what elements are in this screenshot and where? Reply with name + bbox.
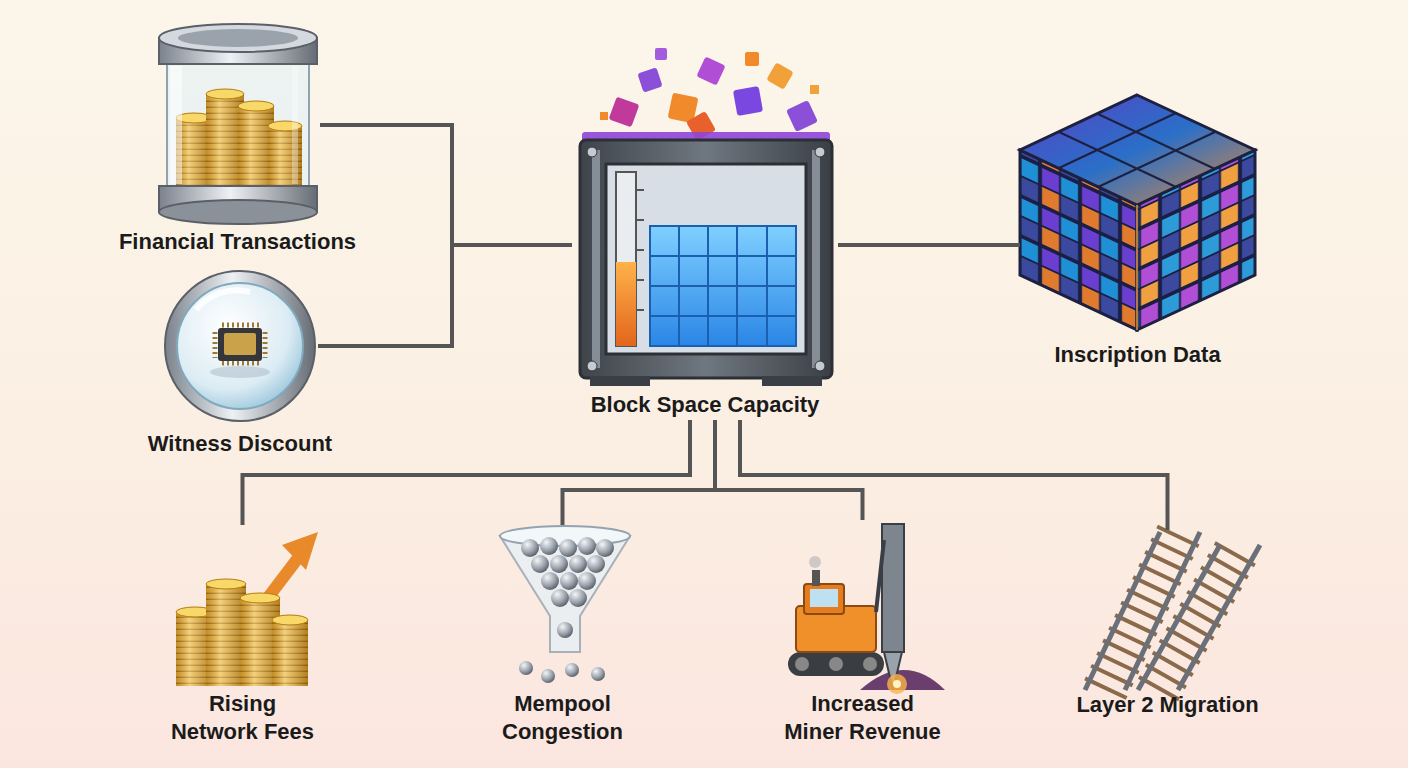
connector-line (740, 420, 1168, 530)
node-label: Mempool Congestion (488, 690, 638, 746)
connector-line (563, 420, 716, 525)
node-label: Financial Transactions (88, 228, 388, 256)
rising-coins (176, 532, 318, 686)
diagram-node: Layer 2 Migration (1080, 530, 1255, 690)
diagram-node: Witness Discount (162, 272, 318, 420)
diagram-node: Financial Transactions (155, 22, 320, 228)
diagram-node: Inscription Data (1020, 95, 1255, 330)
node-label: Witness Discount (90, 430, 390, 458)
diagram-node: Rising Network Fees (165, 525, 320, 690)
connector-line (715, 420, 863, 520)
inscription-cube (1020, 95, 1255, 330)
chip-lens (165, 271, 315, 421)
rail-tracks (1085, 532, 1260, 690)
block-container (580, 48, 832, 386)
diagram-node: Block Space Capacity (572, 45, 838, 420)
connector-line (320, 125, 572, 245)
node-label: Inscription Data (988, 341, 1288, 369)
node-label: Block Space Capacity (555, 391, 855, 419)
coin-canister (159, 24, 317, 224)
connector-line (318, 245, 572, 346)
diagram-node: Mempool Congestion (495, 525, 630, 685)
node-label: Layer 2 Migration (1038, 691, 1298, 719)
funnel (500, 526, 630, 683)
connector-line (838, 243, 1020, 247)
drill-rig (788, 524, 945, 694)
node-label: Rising Network Fees (168, 690, 318, 746)
node-label: Increased Miner Revenue (782, 690, 944, 746)
diagram-node: Increased Miner Revenue (780, 520, 945, 690)
